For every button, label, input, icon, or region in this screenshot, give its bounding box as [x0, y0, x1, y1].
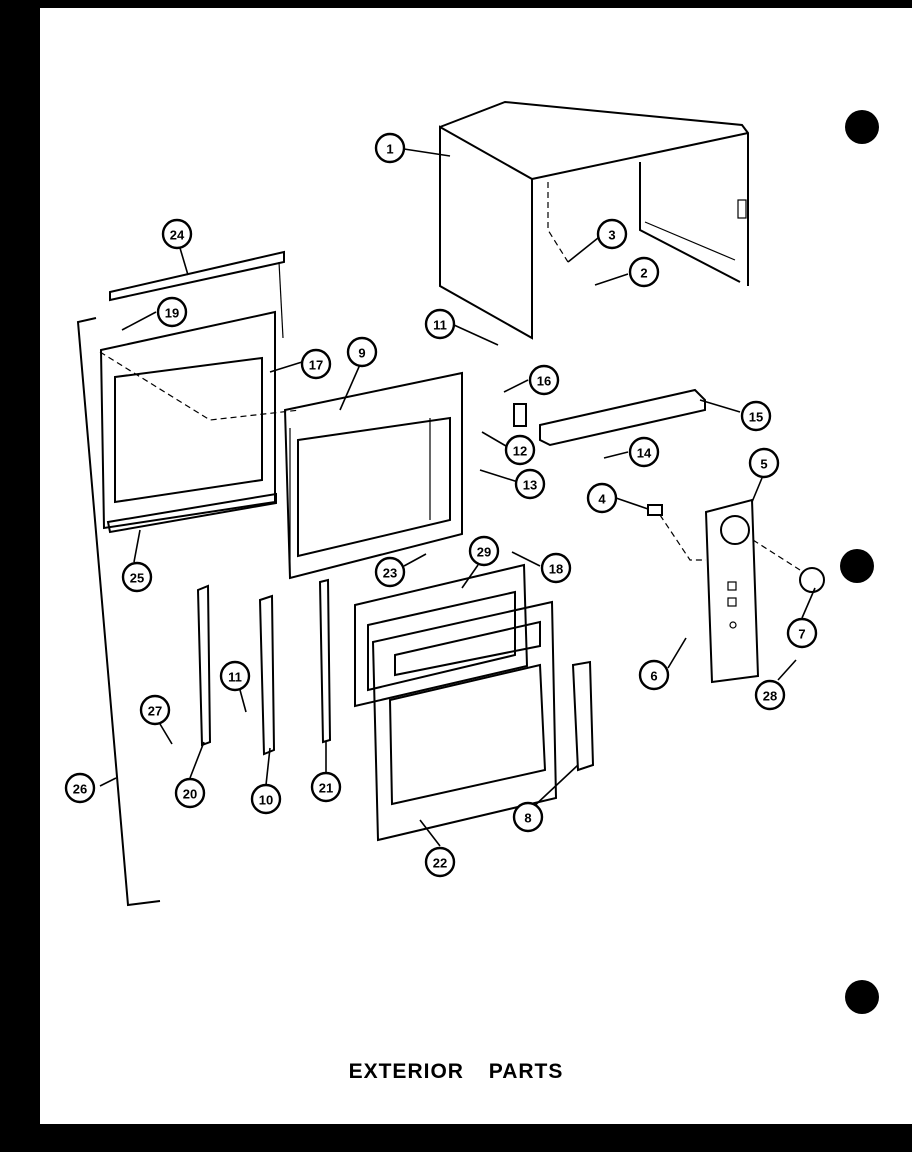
callout-13: 13: [514, 468, 546, 500]
callout-26: 26: [64, 772, 96, 804]
callout-17: 17: [300, 348, 332, 380]
handle-part: [571, 660, 595, 772]
svg-text:16: 16: [537, 374, 551, 389]
svg-text:26: 26: [73, 782, 87, 797]
callout-8: 8: [512, 801, 544, 833]
svg-text:1: 1: [386, 142, 393, 157]
callout-10: 10: [250, 783, 282, 815]
cabinet-wrapper-part: [439, 100, 749, 340]
svg-text:20: 20: [183, 787, 197, 802]
door-liner-part: [354, 563, 529, 708]
svg-text:18: 18: [549, 562, 563, 577]
svg-text:11: 11: [433, 318, 447, 333]
svg-text:6: 6: [650, 669, 657, 684]
binder-hole-top: [845, 110, 879, 144]
callout-22: 22: [424, 846, 456, 878]
svg-text:9: 9: [358, 346, 365, 361]
callout-16: 16: [528, 364, 560, 396]
svg-text:28: 28: [763, 689, 777, 704]
svg-text:5: 5: [760, 457, 767, 472]
callout-12: 12: [504, 434, 536, 466]
binder-hole-bottom: [845, 980, 879, 1014]
callout-5: 5: [748, 447, 780, 479]
svg-text:17: 17: [309, 358, 323, 373]
assembly-line-b: [547, 182, 569, 263]
svg-text:2: 2: [640, 266, 647, 281]
control-panel-part: [704, 498, 760, 684]
callout-4: 4: [586, 482, 618, 514]
callout-14: 14: [628, 436, 660, 468]
callout-28: 28: [754, 679, 786, 711]
svg-text:12: 12: [513, 444, 527, 459]
callout-19: 19: [156, 296, 188, 328]
svg-text:25: 25: [130, 571, 144, 586]
hinge-strip-mid-part: [258, 594, 276, 756]
callout-11-top: 11: [424, 308, 456, 340]
svg-text:14: 14: [637, 446, 652, 461]
callout-15: 15: [740, 400, 772, 432]
svg-text:27: 27: [148, 704, 162, 719]
leader-lines: [99, 148, 816, 847]
binder-hole-middle: [840, 549, 874, 583]
callout-27: 27: [139, 694, 171, 726]
assembly-line-a: [99, 351, 301, 421]
callout-1: 1: [374, 132, 406, 164]
callout-18: 18: [540, 552, 572, 584]
svg-text:15: 15: [749, 410, 763, 425]
callout-21: 21: [310, 771, 342, 803]
callout-29: 29: [468, 535, 500, 567]
callout-24: 24: [161, 218, 193, 250]
door-part: [371, 600, 558, 842]
svg-text:24: 24: [170, 228, 185, 243]
svg-text:23: 23: [383, 566, 397, 581]
callout-3: 3: [596, 218, 628, 250]
front-frame-part: [283, 371, 463, 580]
svg-text:11: 11: [228, 670, 242, 685]
svg-text:4: 4: [598, 492, 606, 507]
bracket-part: [513, 403, 527, 427]
hinge-strip-left-part: [196, 584, 212, 747]
knob-part: [799, 567, 825, 593]
rail-part: [539, 388, 706, 447]
svg-text:7: 7: [798, 627, 805, 642]
svg-text:29: 29: [477, 545, 491, 560]
svg-text:10: 10: [259, 793, 273, 808]
assembly-line-c: [659, 514, 706, 561]
top-trim-part: [109, 250, 285, 339]
callout-7: 7: [786, 617, 818, 649]
svg-text:3: 3: [608, 228, 615, 243]
outer-panel-part: [99, 310, 277, 534]
callout-25: 25: [121, 561, 153, 593]
hinge-strip-right-part: [318, 578, 332, 744]
trim-strip-line: [76, 317, 161, 907]
callout-2: 2: [628, 256, 660, 288]
diagram-title: EXTERIOR PARTS: [348, 1060, 564, 1083]
callout-6: 6: [638, 659, 670, 691]
svg-text:22: 22: [433, 856, 447, 871]
callout-23: 23: [374, 556, 406, 588]
svg-text:21: 21: [319, 781, 333, 796]
svg-text:13: 13: [523, 478, 537, 493]
svg-text:19: 19: [165, 306, 179, 321]
paper-sheet: [40, 8, 912, 1124]
callout-20: 20: [174, 777, 206, 809]
switch-part: [647, 504, 663, 516]
callout-11-left: 11: [219, 660, 251, 692]
callout-9: 9: [346, 336, 378, 368]
svg-text:8: 8: [524, 811, 531, 826]
